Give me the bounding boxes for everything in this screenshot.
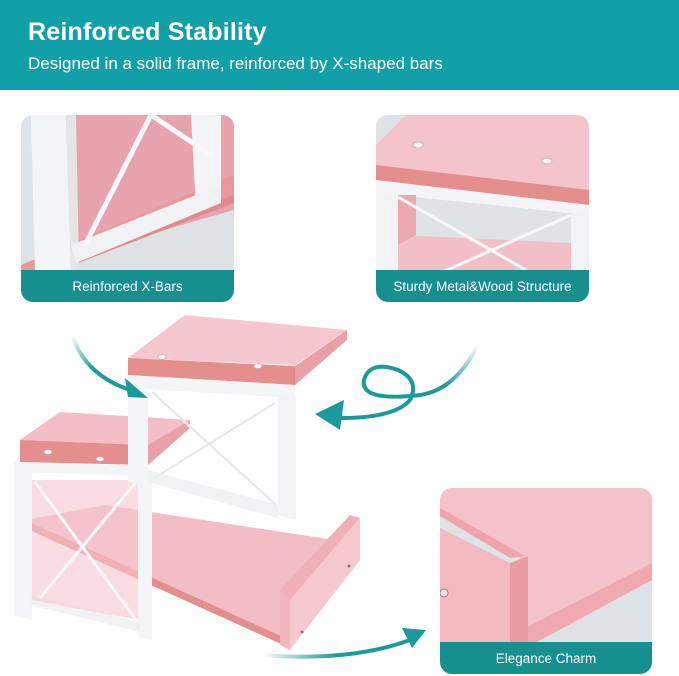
feature-card-elegance: Elegance Charm [440,488,652,674]
shelf-frame-closeup-image [376,115,589,275]
curved-arrow-icon [70,334,148,398]
product-illustration [14,315,480,659]
page-title: Reinforced Stability [28,18,267,46]
header-banner: Reinforced Stability Designed in a solid… [0,0,679,90]
bottom-curved-arrow-icon [261,628,426,659]
upper-cube [128,315,347,520]
feature-card-caption: Reinforced X-Bars [21,270,234,302]
feature-card-structure: Sturdy Metal&Wood Structure [376,115,589,302]
feature-card-x-bars: Reinforced X-Bars [21,115,234,302]
feature-card-caption: Elegance Charm [440,642,652,674]
page-subtitle: Designed in a solid frame, reinforced by… [28,54,443,73]
shelf-edge-closeup-image [440,488,652,643]
feature-card-caption: Sturdy Metal&Wood Structure [376,270,589,302]
x-bar-closeup-image [21,115,234,275]
lower-left-cube [14,412,190,640]
looped-arrow-icon [315,344,480,430]
